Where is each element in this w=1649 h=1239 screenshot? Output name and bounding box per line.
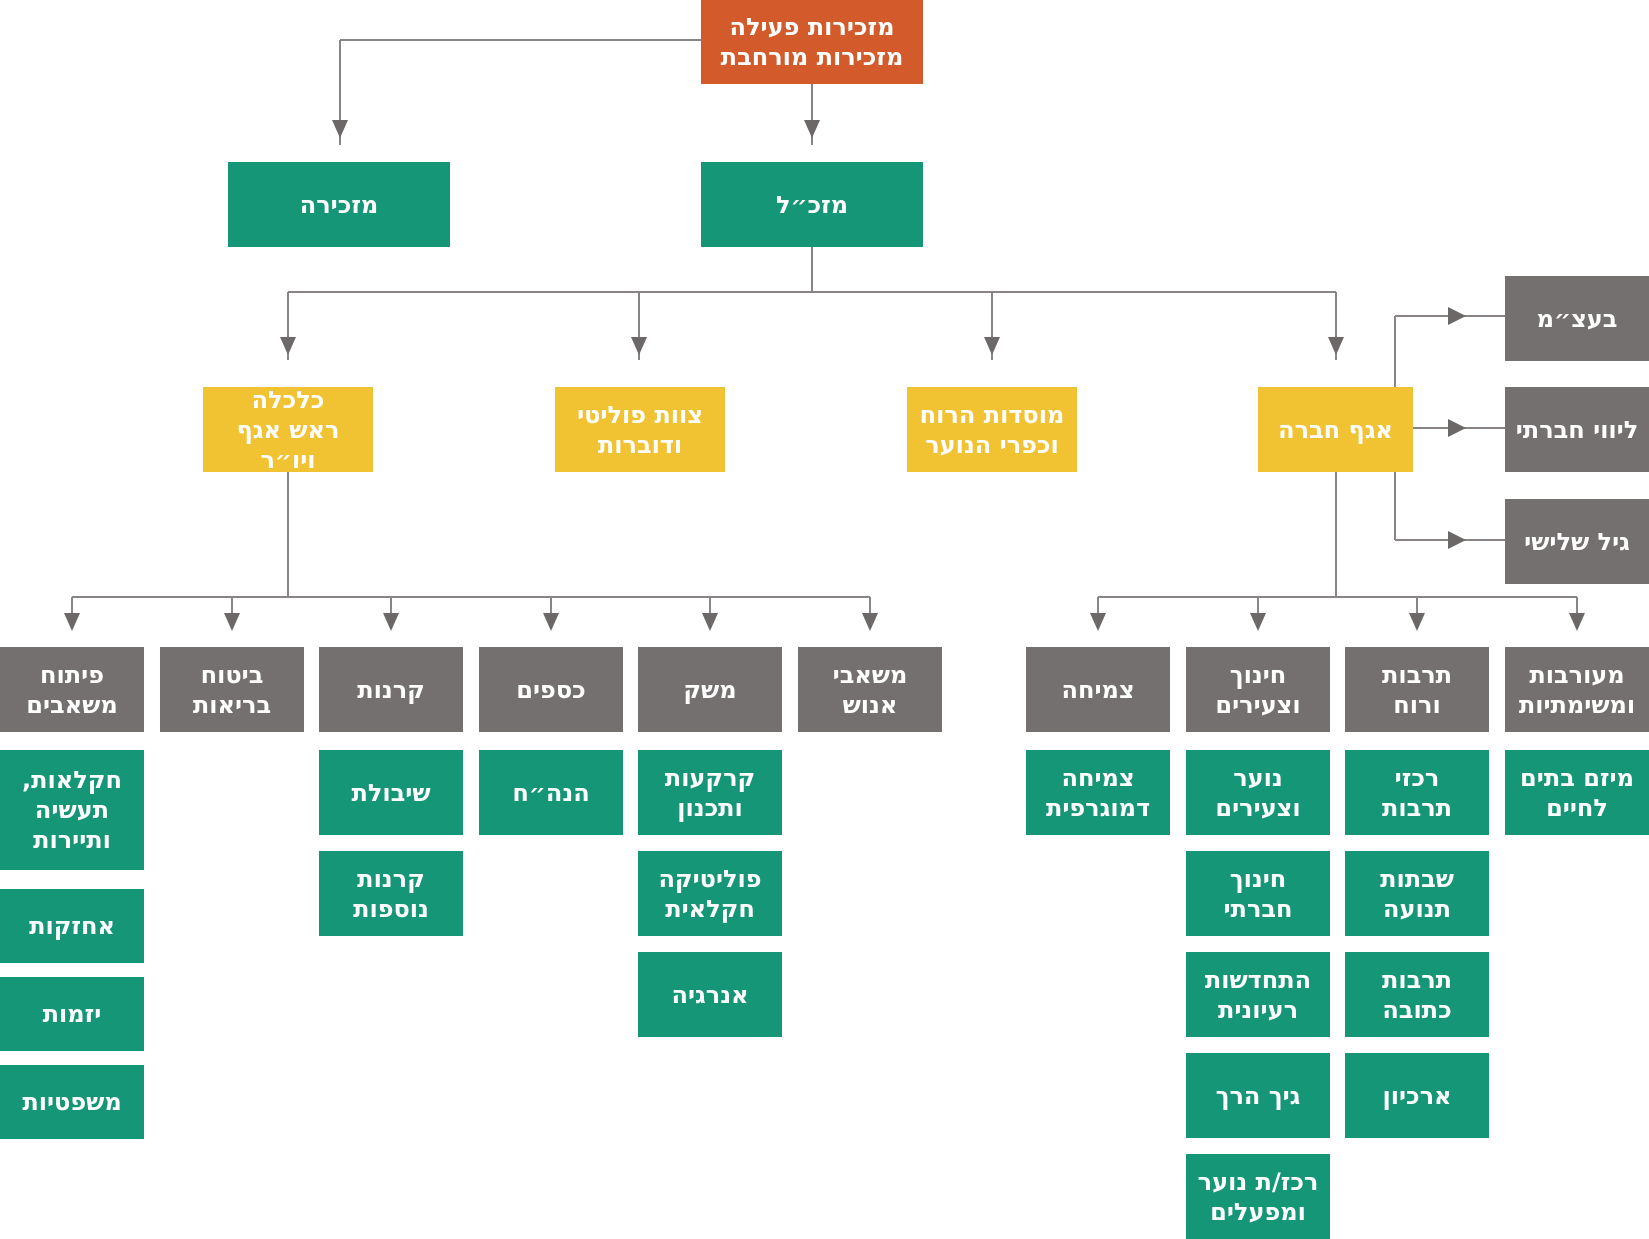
arrow-down-icon xyxy=(383,613,399,631)
unit-box: הנה״ח xyxy=(479,750,623,835)
dept-kaspim: כספים xyxy=(479,647,623,732)
unit-box: קרקעות ותכנון xyxy=(638,750,782,835)
arrow-down-icon xyxy=(804,120,820,138)
economy-box: כלכלה ראש אגף ויו״ר xyxy=(203,386,373,474)
arrow-down-icon xyxy=(280,337,296,355)
secretary-general-box: מזכ״ל xyxy=(701,162,923,247)
arrow-down-icon xyxy=(1328,337,1344,355)
unit-box: פוליטיקה חקלאית xyxy=(638,851,782,936)
dept-bituach: ביטוח בריאות xyxy=(160,647,304,732)
unit-box: משפטיות xyxy=(0,1065,144,1139)
batzam-box: בעצ״מ xyxy=(1505,276,1649,361)
arrow-down-icon xyxy=(702,613,718,631)
unit-box: אנרגיה xyxy=(638,952,782,1037)
unit-box: רכזי תרבות xyxy=(1345,750,1489,835)
arrow-right-icon xyxy=(1448,307,1466,325)
unit-box: חקלאות, תעשיה ותיירות xyxy=(0,750,144,870)
dept-chinuch: חינוך וצעירים xyxy=(1186,647,1330,732)
unit-box: רכז/ת נוער ומפעלים xyxy=(1186,1154,1330,1239)
active-secretariat-box: מזכירות פעילה מזכירות מורחבת xyxy=(701,0,923,84)
unit-box: גיך הרך xyxy=(1186,1053,1330,1138)
arrow-down-icon xyxy=(543,613,559,631)
arrow-right-icon xyxy=(1448,531,1466,549)
arrow-down-icon xyxy=(1409,613,1425,631)
arrow-down-icon xyxy=(332,120,348,138)
arrow-down-icon xyxy=(224,613,240,631)
political-team-box: צוות פוליטי ודוברות xyxy=(555,387,725,472)
arrow-right-icon xyxy=(1448,419,1466,437)
spirit-institutions-box: מוסדות הרוח וכפרי הנוער xyxy=(907,387,1077,472)
unit-box: נוער וצעירים xyxy=(1186,750,1330,835)
unit-box: אחזקות xyxy=(0,889,144,963)
unit-box: יזמות xyxy=(0,977,144,1051)
arrow-down-icon xyxy=(64,613,80,631)
dept-meshek: משק xyxy=(638,647,782,732)
arrow-down-icon xyxy=(984,337,1000,355)
social-support-box: ליווי חברתי xyxy=(1505,387,1649,472)
secretary-box: מזכירה xyxy=(228,162,450,247)
third-age-box: גיל שלישי xyxy=(1505,499,1649,584)
arrow-down-icon xyxy=(631,337,647,355)
arrow-down-icon xyxy=(1569,613,1585,631)
arrow-down-icon xyxy=(1250,613,1266,631)
unit-box: שיבולת xyxy=(319,750,463,835)
unit-box: קרנות נוספות xyxy=(319,851,463,936)
dept-tzmicha: צמיחה xyxy=(1026,647,1170,732)
dept-tarbut: תרבות ורוח xyxy=(1345,647,1489,732)
arrow-down-icon xyxy=(1090,613,1106,631)
unit-box: תרבות כתובה xyxy=(1345,952,1489,1037)
arrow-down-icon xyxy=(862,613,878,631)
unit-box: ארכיון xyxy=(1345,1053,1489,1138)
unit-box: התחדשות רעיונית xyxy=(1186,952,1330,1037)
unit-box: צמיחה דמוגרפית xyxy=(1026,750,1170,835)
dept-pituach: פיתוח משאבים xyxy=(0,647,144,732)
dept-mashabei-enosh: משאבי אנוש xyxy=(798,647,942,732)
unit-box: חינוך חברתי xyxy=(1186,851,1330,936)
dept-meoravut: מעורבות ומשימתיות xyxy=(1505,647,1649,732)
unit-box: מיזם בתים לחיים xyxy=(1505,750,1649,835)
society-division-box: אגף חברה xyxy=(1258,387,1413,472)
dept-keranot: קרנות xyxy=(319,647,463,732)
unit-box: שבתות תנועה xyxy=(1345,851,1489,936)
